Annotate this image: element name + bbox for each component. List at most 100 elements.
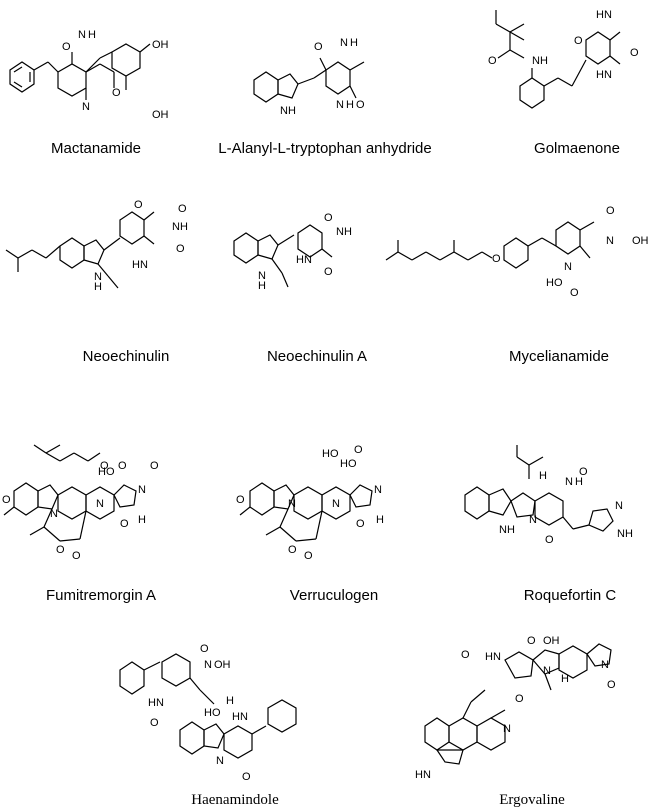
atom-label: O	[150, 717, 159, 729]
atom-label: OH	[543, 635, 560, 647]
compound-name: Roquefortin C	[523, 587, 617, 604]
atom-label: O	[134, 199, 143, 211]
atom-label: OH	[632, 235, 649, 247]
atom-label: H	[376, 514, 384, 526]
atom-label: N	[304, 254, 312, 266]
atom-label: N	[240, 711, 248, 723]
atom-label: H	[180, 221, 188, 233]
compound-name: Neoechinulin A	[266, 348, 368, 365]
atom-label: O	[324, 212, 333, 224]
atom-label: O	[242, 771, 251, 783]
atom-label: H	[232, 711, 240, 723]
atom-label: H	[350, 37, 358, 49]
atom-label: O	[527, 635, 536, 647]
compound-name: Golmaenone	[534, 140, 620, 157]
atom-label: N	[493, 651, 501, 663]
compound-name: Haenamindole	[191, 792, 279, 808]
atom-label: O	[236, 494, 245, 506]
atom-label: O	[607, 679, 616, 691]
atom-label: O	[118, 460, 127, 472]
atom-label: H	[415, 769, 423, 781]
atom-label: H	[540, 55, 548, 67]
atom-label: N	[604, 9, 612, 21]
atom-label: O	[461, 649, 470, 661]
atom-label: O	[288, 544, 297, 556]
atom-label: HO	[340, 458, 357, 470]
atom-label: O	[314, 41, 323, 53]
atom-label: H	[575, 476, 583, 488]
atom-label: O	[515, 693, 524, 705]
structure-alanyl-tryptophan-anhydride: O N H N H O N H	[253, 37, 365, 117]
atom-label: N	[332, 498, 340, 510]
atom-label: H	[561, 673, 569, 685]
structure-roquefortin-c: N H H O N H N O N N H	[464, 445, 633, 546]
atom-label: H	[596, 69, 604, 81]
structure-ergovaline: O H N O OH N H O N O N H N	[415, 635, 616, 781]
atom-label: N	[78, 29, 86, 41]
atom-label: N	[82, 101, 90, 113]
atom-label: HO	[204, 707, 221, 719]
atom-label: OH	[152, 39, 169, 51]
structure-golmaenone: O N H H N O H N O	[488, 9, 639, 109]
atom-label: H	[288, 105, 296, 117]
atom-label: O	[304, 550, 313, 562]
compound-name: Neoechinulin	[82, 348, 170, 365]
atom-label: H	[539, 470, 547, 482]
atom-label: H	[596, 9, 604, 21]
atom-label: O	[570, 287, 579, 299]
atom-label: O	[606, 205, 615, 217]
atom-label: H	[148, 697, 156, 709]
atom-label: N	[543, 665, 551, 677]
structure-fumitremorgin-a: O O HO O N N O N O O O H	[2, 444, 159, 562]
atom-label: O	[150, 460, 159, 472]
atom-label: H	[346, 99, 354, 111]
atom-label: N	[604, 69, 612, 81]
structure-neoechinulin-a: O N H H N N H O	[233, 212, 352, 292]
atom-label: H	[507, 524, 515, 536]
atom-label: N	[50, 508, 58, 520]
atom-label: H	[94, 281, 102, 293]
atom-label: N	[565, 476, 573, 488]
atom-label: O	[112, 87, 121, 99]
compound-name: Verruculogen	[289, 587, 379, 604]
atom-label: N	[374, 484, 382, 496]
atom-label: H	[258, 280, 266, 292]
compound-name: L-Alanyl-L-tryptophan anhydride	[218, 140, 432, 157]
atom-label: N	[280, 105, 288, 117]
atom-label: N	[336, 99, 344, 111]
atom-label: OH	[214, 659, 231, 671]
atom-label: O	[488, 55, 497, 67]
compound-name: Fumitremorgin A	[45, 587, 157, 604]
atom-label: N	[532, 55, 540, 67]
atom-label: N	[606, 235, 614, 247]
atom-label: N	[615, 500, 623, 512]
atom-label: HO	[322, 448, 339, 460]
atom-label: O	[356, 518, 365, 530]
atom-label: O	[545, 534, 554, 546]
atom-label: O	[120, 518, 129, 530]
atom-label: H	[226, 695, 234, 707]
atom-label: O	[2, 494, 11, 506]
atom-label: N	[96, 498, 104, 510]
atom-label: O	[492, 253, 501, 265]
atom-label: N	[423, 769, 431, 781]
atom-label: HO	[98, 466, 115, 478]
atom-label: O	[354, 444, 363, 456]
atom-label: N	[499, 524, 507, 536]
atom-label: H	[132, 259, 140, 271]
atom-label: H	[625, 528, 633, 540]
atom-label: N	[138, 484, 146, 496]
atom-label: N	[564, 261, 572, 273]
compound-name: Mycelianamide	[508, 348, 610, 365]
structure-haenamindole: O N OH H N O HO H N H N O	[119, 643, 297, 783]
atom-label: N	[94, 271, 102, 283]
atom-label: O	[579, 466, 588, 478]
atom-label: H	[296, 254, 304, 266]
atom-label: O	[630, 47, 639, 59]
atom-label: O	[100, 460, 109, 472]
atom-label: O	[62, 41, 71, 53]
atom-label: O	[356, 99, 365, 111]
atom-label: N	[288, 498, 296, 510]
atom-label: N	[258, 270, 266, 282]
